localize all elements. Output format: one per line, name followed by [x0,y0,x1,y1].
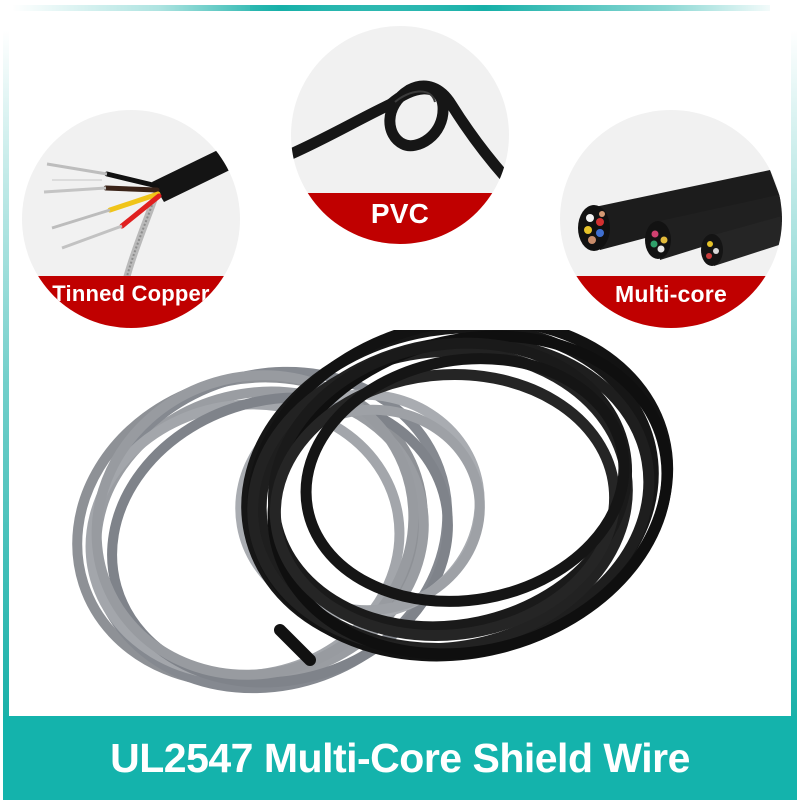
feature-badge: Tinned Copper [22,276,240,328]
frame-top-border-right [250,5,770,11]
feature-tinned-copper: Tinned Copper [22,110,240,328]
feature-label: Multi-core [615,281,727,307]
black-cable-coil [241,330,674,662]
feature-badge: Multi-core [560,276,782,328]
multi-core-cable-ends-icon [578,170,782,266]
tinned-copper-strands-icon [43,148,234,284]
title-banner: UL2547 Multi-Core Shield Wire [3,716,797,800]
cable-end [274,624,316,666]
gray-cable-coil [72,366,485,694]
feature-label: PVC [370,198,430,229]
cable-coils-photo [72,330,674,694]
feature-badge: PVC [291,193,509,244]
frame-left-border [3,30,9,730]
feature-label: Tinned Copper [52,281,210,306]
feature-multi-core: Multi-core [560,110,782,328]
pvc-knotted-cable-icon [291,80,509,184]
frame-right-border [791,30,797,730]
product-title: UL2547 Multi-Core Shield Wire [110,734,690,781]
feature-pvc: PVC [291,26,509,244]
